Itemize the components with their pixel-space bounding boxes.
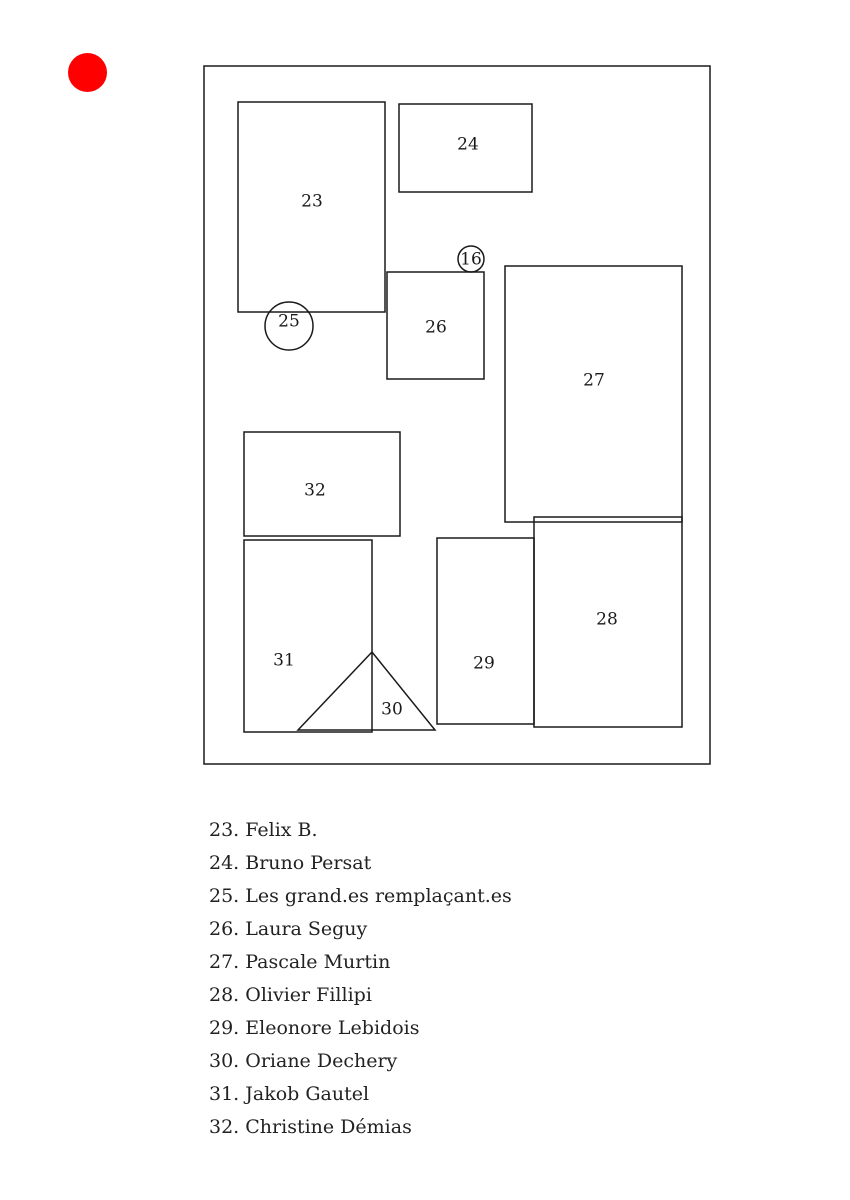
legend-item: 32. Christine Démias <box>209 1116 412 1138</box>
legend-item: 25. Les grand.es remplaçant.es <box>209 885 512 907</box>
label-23: 23 <box>301 192 323 212</box>
marker-16-circle <box>457 245 485 273</box>
legend-item: 28. Olivier Fillipi <box>209 984 372 1006</box>
legend-item: 30. Oriane Dechery <box>209 1050 398 1072</box>
legend-item: 27. Pascale Murtin <box>209 951 391 973</box>
legend-item: 29. Eleonore Lebidois <box>209 1017 420 1039</box>
label-24: 24 <box>457 135 479 155</box>
label-26: 26 <box>425 318 447 338</box>
red-dot-marker <box>68 53 107 92</box>
label-25: 25 <box>278 312 300 332</box>
label-28: 28 <box>596 610 618 630</box>
area-29 <box>436 537 535 725</box>
label-29: 29 <box>473 654 495 674</box>
legend-item: 24. Bruno Persat <box>209 852 372 874</box>
area-30-triangle <box>296 650 437 731</box>
area-31 <box>243 539 373 733</box>
area-32 <box>243 431 401 537</box>
label-27: 27 <box>583 371 605 391</box>
legend-item: 31. Jakob Gautel <box>209 1083 370 1105</box>
label-30: 30 <box>381 700 403 720</box>
label-16: 16 <box>460 250 482 270</box>
legend-list: 23. Felix B. 24. Bruno Persat 25. Les gr… <box>209 816 512 1146</box>
plan-outer-border <box>203 65 711 765</box>
label-31: 31 <box>273 651 295 671</box>
label-32: 32 <box>304 481 326 501</box>
area-28 <box>533 516 683 728</box>
area-26 <box>386 271 485 380</box>
area-24 <box>398 103 533 193</box>
area-23 <box>237 101 386 313</box>
area-27 <box>504 265 683 523</box>
area-25-circle <box>264 301 314 351</box>
legend-item: 26. Laura Seguy <box>209 918 368 940</box>
legend-item: 23. Felix B. <box>209 819 318 841</box>
